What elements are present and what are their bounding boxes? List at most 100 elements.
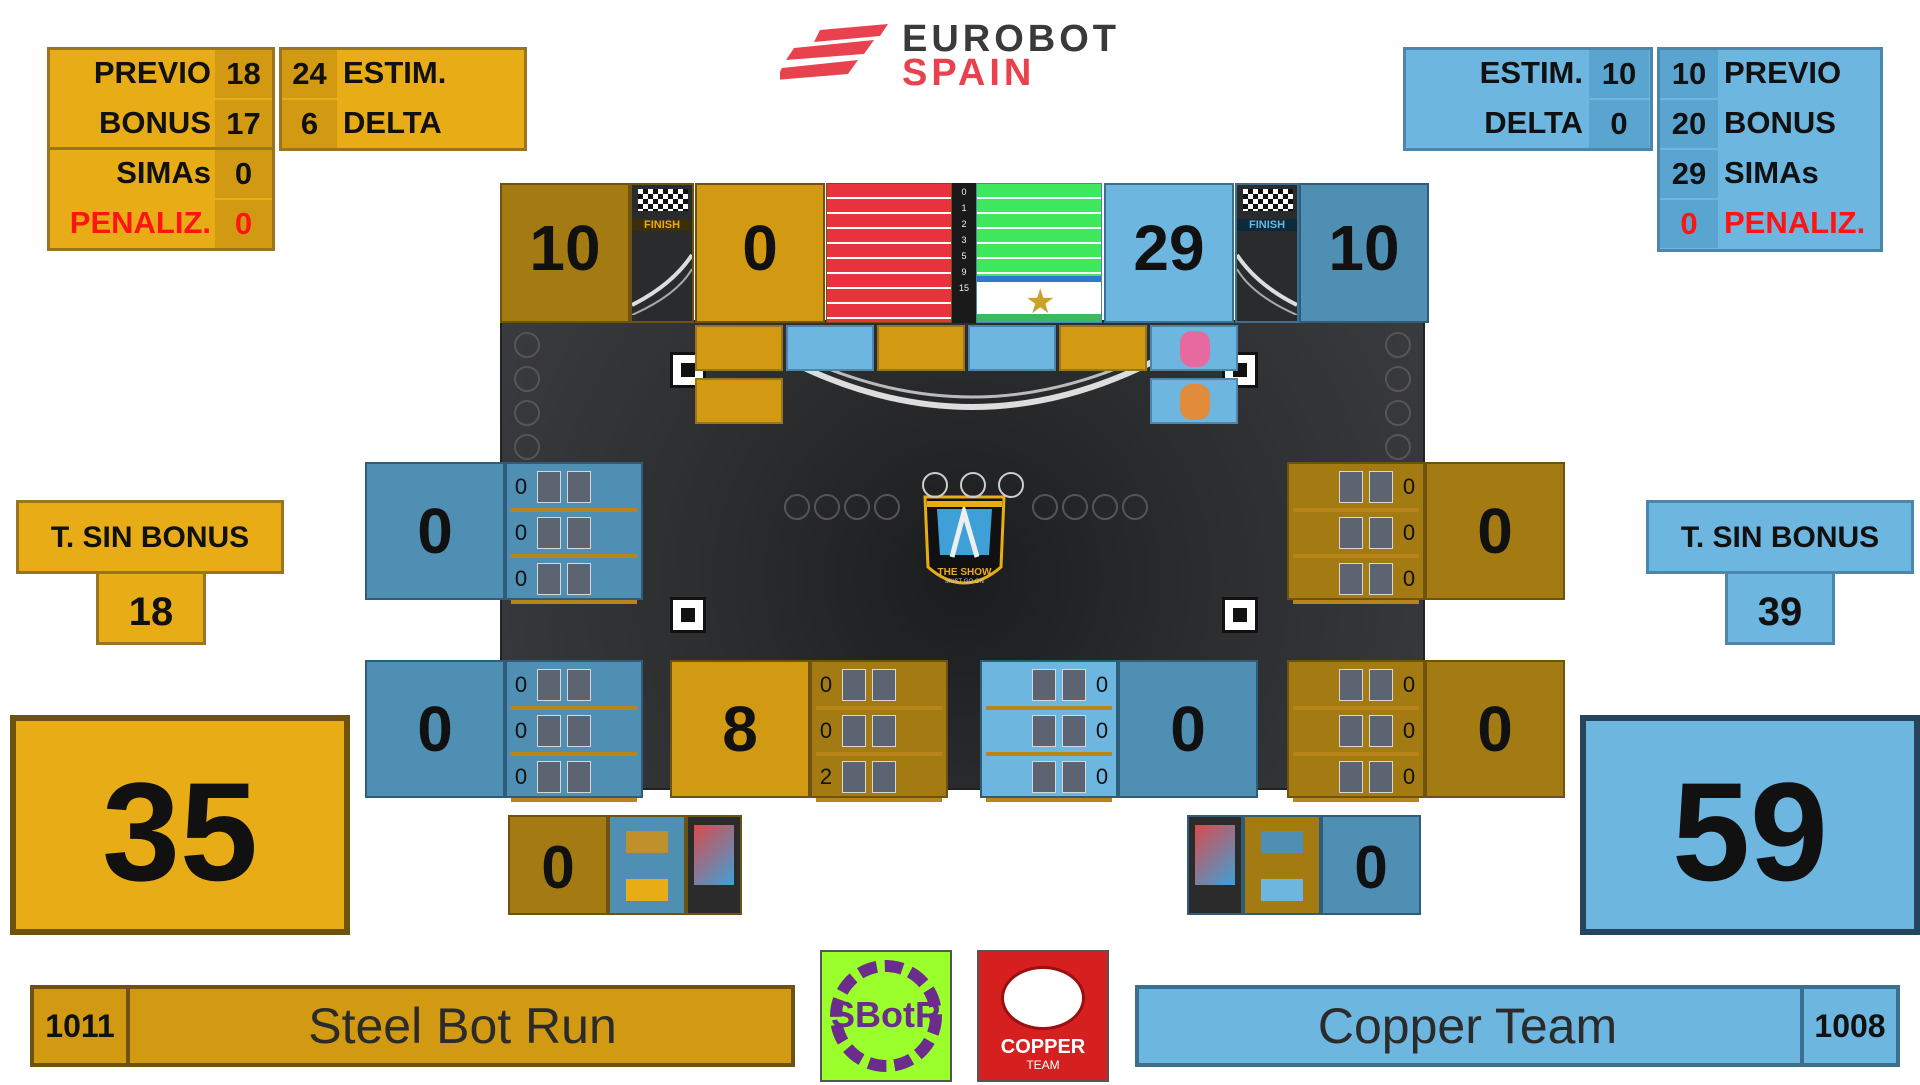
blue-simas-label: SIMAs [1724,155,1819,190]
finish-label-blue: FINISH [1237,219,1297,231]
blue-previo-label: PREVIO [1724,55,1842,90]
tile [1150,378,1238,424]
crate-icon [1339,669,1363,701]
yellow-center-score-box: 0 [695,183,825,323]
yellow-rockstar-card [686,815,742,915]
blue-finish-score: 10 [1328,212,1400,284]
shelf-count: 0 [1095,718,1109,743]
robot-mascot-icon [1180,331,1210,367]
blue-team-logo-line1: COPPER [1000,1036,1086,1058]
shelf-count: 0 [1402,764,1416,789]
crate-icon [842,715,866,747]
shelf-count: 0 [1402,718,1416,743]
meter-tick: 2 [961,219,967,229]
yellow-previo-label: PREVIO [93,55,211,90]
tile [786,325,874,371]
left-bottom-zone-score-box: 0 [365,660,505,798]
gear-icon [830,960,942,1072]
crate-icon [537,517,561,549]
right-bottom-shelves: 0 0 0 [1287,660,1425,802]
blue-team-id: 1008 [1800,989,1896,1063]
shelf-count: 0 [514,764,528,789]
blue-team-bar: Copper Team 1008 [1135,985,1900,1067]
crate-icon [1339,715,1363,747]
crate-icon [1062,715,1086,747]
center-logo-line2: MUST GO ON [945,579,984,585]
crate-icon [1339,517,1363,549]
crate-icon [537,471,561,503]
aruco-marker-icon [1222,597,1258,633]
left-top-zone-score: 0 [417,495,453,567]
tile [695,378,783,424]
left-top-zone-score-box: 0 [365,462,505,600]
shelf-count: 0 [514,672,528,697]
brand-line1: EUROBOT [902,18,1120,60]
yellow-center-score: 0 [742,212,778,284]
yellow-previo-value: 18 [215,50,272,98]
crate-icon [567,471,591,503]
blue-total-score: 59 [1672,753,1828,910]
shelf-count: 0 [1402,672,1416,697]
crate-icon [1369,715,1393,747]
right-top-zone-score-box: 0 [1425,462,1565,600]
meter-tick: 0 [961,187,967,197]
blue-center-score-box: 29 [1104,183,1234,323]
game-field: THE SHOW MUST GO ON [500,320,1425,790]
shelf-count: 0 [1402,566,1416,591]
yellow-level-meter [826,183,952,323]
crate-icon [1032,761,1056,793]
crate-icon [567,715,591,747]
yellow-team-id: 1011 [34,989,130,1063]
arena-arc [792,359,1152,410]
crate-icon [537,563,561,595]
center-left-zone-score-box: 8 [670,660,810,798]
rockstar-badge-icon [923,495,1006,585]
finish-label-yellow: FINISH [632,219,692,231]
tile [1150,325,1238,371]
yellow-total-box: 35 [10,715,350,935]
crate-icon [1032,715,1056,747]
blue-estim-label: ESTIM. [1479,55,1583,90]
crate-icon [1369,471,1393,503]
yellow-finish-score: 10 [529,212,601,284]
shelf-count: 0 [514,474,528,499]
blue-sin-bonus-label: T. SIN BONUS [1680,521,1880,554]
crate-icon [567,517,591,549]
yellow-pit-slots [608,815,686,915]
yellow-finish-score-box: 10 [500,183,630,323]
crate-icon [872,715,896,747]
center-logo-line1: THE SHOW [937,567,992,578]
crate-icon [1339,563,1363,595]
eurobot-swoosh-icon [780,24,888,80]
crate-icon [1339,761,1363,793]
crate-icon [1032,669,1056,701]
yellow-sin-bonus-value: 18 [128,590,174,634]
left-bottom-zone-score: 0 [417,693,453,765]
shelf-count: 0 [1402,520,1416,545]
crate-icon [1369,517,1393,549]
tile [1059,325,1147,371]
blue-pit-score: 0 [1354,834,1388,901]
crate-icon [1062,669,1086,701]
blue-finish-score-box: 10 [1299,183,1429,323]
crate-icon [537,761,561,793]
blue-previo-value: 10 [1660,50,1718,98]
blue-penaliz-value: 0 [1660,200,1718,248]
blue-sin-bonus-value: 39 [1757,590,1803,634]
crate-icon [567,761,591,793]
yellow-simas-value: 0 [215,150,272,198]
center-left-zone-score: 8 [722,693,758,765]
yellow-delta-label: DELTA [343,105,442,140]
checkered-flag-icon [638,189,688,211]
shelf-count: 0 [819,672,833,697]
meter-tick: 5 [961,251,967,261]
yellow-team-logo: SBotR [820,950,952,1082]
guitar-icon [694,825,734,885]
blue-finish-flag: FINISH [1235,183,1299,323]
guitar-icon [1195,825,1235,885]
blue-team-logo: COPPER TEAM [977,950,1109,1082]
crate-icon [872,669,896,701]
yellow-bonus-value: 17 [215,100,272,148]
crate-icon [567,563,591,595]
tile [695,325,783,371]
